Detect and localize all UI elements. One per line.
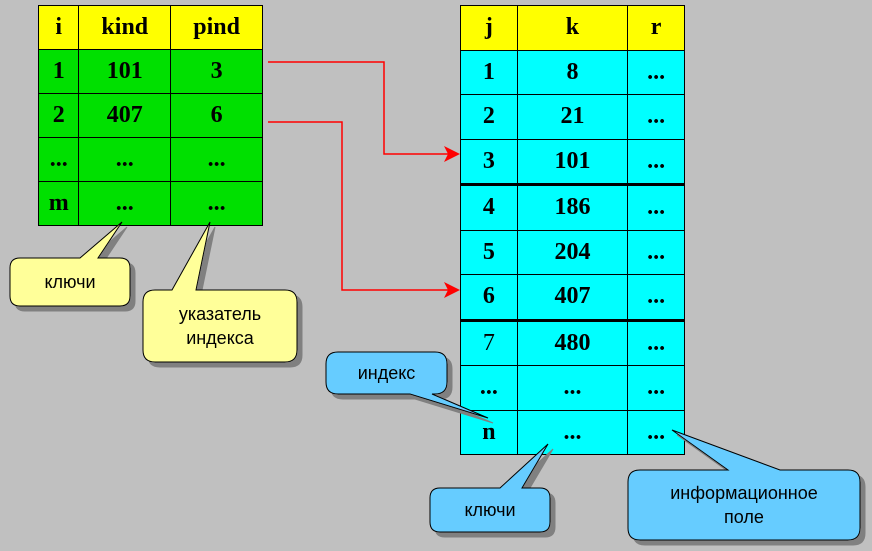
table-cell: ... [627,49,685,95]
table-row: 1 101 3 [37,49,263,94]
callout-index-pointer: указатель индекса [145,302,295,350]
callout-keys-left-label: ключи [44,272,96,292]
callout-info-field-line2: поле [724,507,764,527]
table-cell: 186 [516,183,629,231]
callout-keys-left-shape [9,221,131,307]
header-r: r [627,5,685,51]
table-cell: ... [627,183,685,231]
table-cell: ... [460,365,518,411]
arrowhead-icon [444,146,460,162]
table-cell: 6 [460,274,518,321]
header-i: i [37,5,80,50]
table-row: 3 101 ... [460,138,685,185]
callout-keys-right: ключи [432,498,548,522]
callout-keys-right-label: ключи [464,500,516,520]
header-k: k [516,5,629,51]
pointer-arrow-to-row-3 [268,61,448,155]
table-cell: ... [170,181,263,226]
table-cell: 204 [516,229,629,275]
table-cell: 4 [460,183,518,231]
table-cell: ... [170,137,263,182]
table-row: 2 407 6 [37,93,263,138]
callout-index: индекс [328,361,445,385]
index-table-header: i kind pind [37,5,263,50]
table-cell: ... [37,137,80,182]
callout-index-label: индекс [357,363,416,383]
table-cell: 2 [37,93,80,138]
table-cell: ... [78,137,172,182]
callout-index-pointer-shape [142,221,298,363]
table-cell: 3 [170,49,263,94]
callout-index-pointer-line1: указатель [178,304,262,324]
callout-info-field-line1: информационное [670,483,818,503]
table-cell: m [37,181,80,226]
table-cell: 480 [516,318,629,366]
main-table: j k r 1 8 ... 2 21 ... 3 101 ... 4 186 .… [460,5,685,455]
header-j: j [460,5,518,51]
callout-keys-left: ключи [12,270,128,294]
table-row: m ... ... [37,181,263,226]
table-cell: 101 [78,49,172,94]
callout-index-pointer-line2: индекса [186,328,254,348]
table-cell: 3 [460,138,518,185]
table-cell: 1 [37,49,80,94]
table-cell: ... [627,229,685,275]
table-row: 1 8 ... [460,49,685,95]
pointer-arrow-to-row-6 [268,121,448,291]
table-cell: ... [627,318,685,366]
table-cell: 407 [516,274,629,321]
table-cell: 101 [516,138,629,185]
main-table-header: j k r [460,5,685,51]
table-row: 6 407 ... [460,274,685,321]
callout-keys-right-shape [429,443,551,533]
table-cell: ... [516,409,629,455]
table-cell: 407 [78,93,172,138]
table-cell: ... [627,274,685,321]
table-cell: 1 [460,49,518,95]
index-table: i kind pind 1 101 3 2 407 6 ... ... ... … [37,5,263,226]
table-cell: ... [78,181,172,226]
table-row: 7 480 ... [460,318,685,366]
callout-info-field: информационное поле [630,481,858,529]
table-row: 2 21 ... [460,94,685,140]
table-row: ... ... ... [37,137,263,182]
table-cell: ... [627,138,685,185]
pointer-arrows [268,61,460,298]
table-cell: 5 [460,229,518,275]
table-row: ... ... ... [460,365,685,411]
callout-info-field-shape [627,429,861,541]
table-cell: 8 [516,49,629,95]
table-cell: n [460,409,518,455]
table-cell: 2 [460,94,518,140]
table-cell: 21 [516,94,629,140]
table-cell: ... [516,365,629,411]
table-row: 4 186 ... [460,183,685,231]
table-cell: 6 [170,93,263,138]
callout-index-shape [325,351,489,419]
table-row: 5 204 ... [460,229,685,275]
arrowhead-icon [444,282,460,298]
